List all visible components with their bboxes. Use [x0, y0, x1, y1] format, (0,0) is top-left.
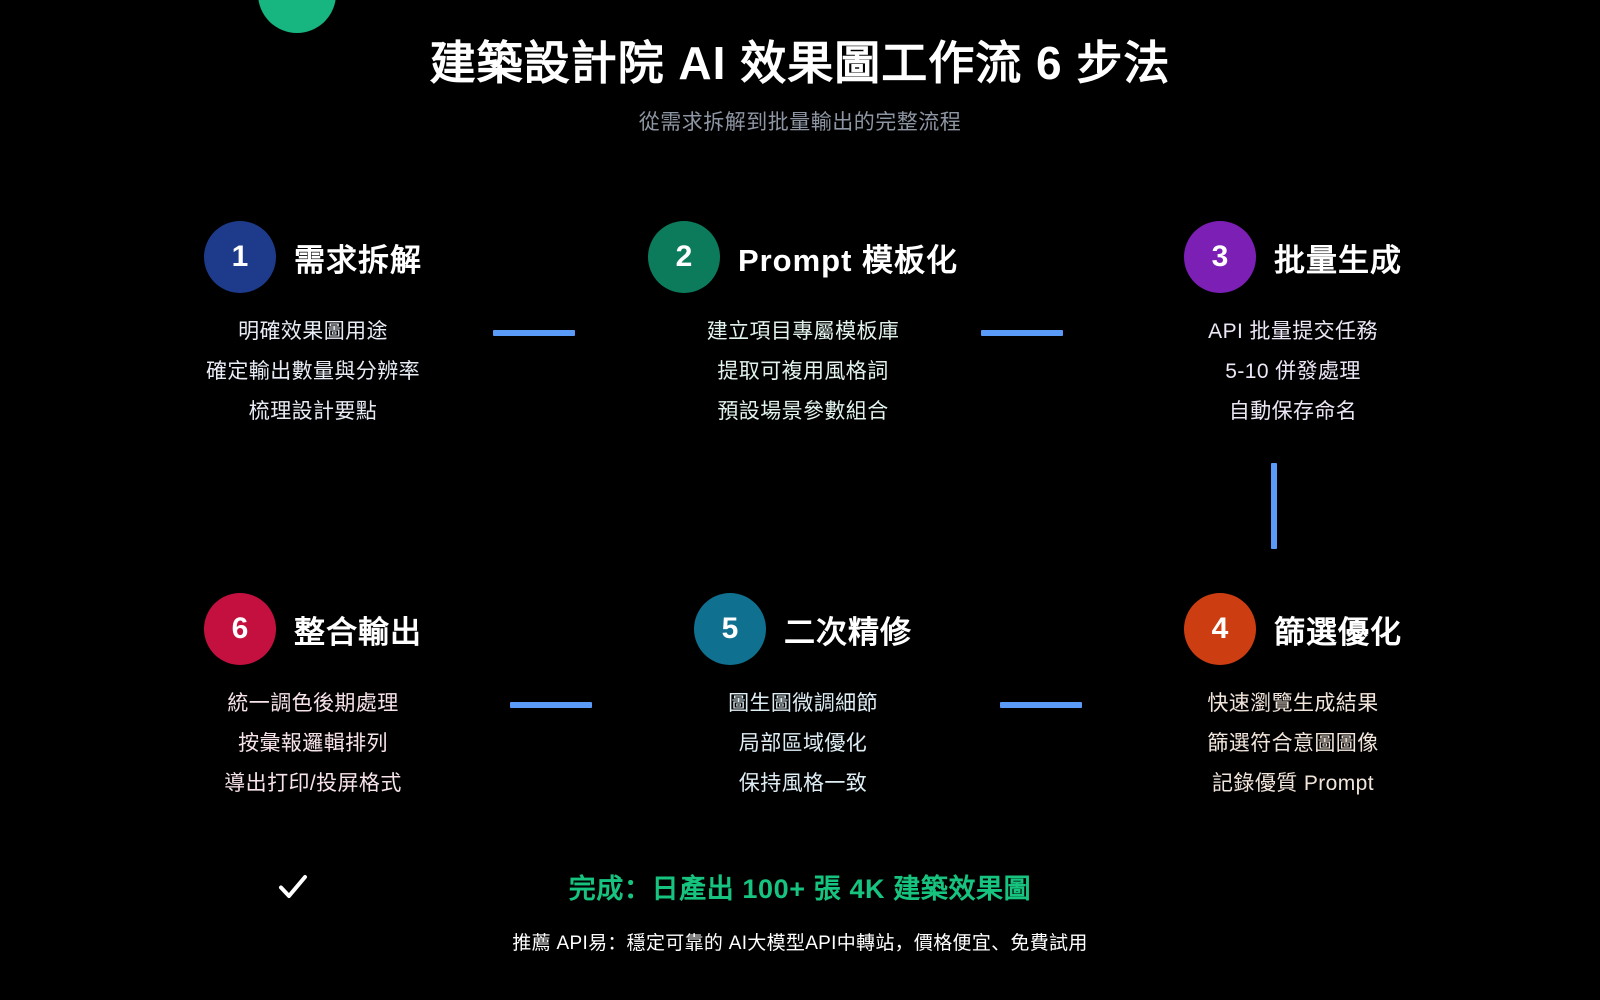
step-header-6: 6 整合輸出 — [98, 590, 528, 668]
step-badge-5: 5 — [694, 593, 766, 665]
step-items-5: 圖生圖微調細節 局部區域優化 保持風格一致 — [588, 684, 1018, 804]
header: 建築設計院 AI 效果圖工作流 6 步法 從需求拆解到批量輸出的完整流程 — [0, 36, 1600, 136]
decorative-orb — [258, 0, 336, 33]
step-item: 保持風格一致 — [738, 772, 868, 795]
step-card-3[interactable]: 3 批量生成 API 批量提交任務 5-10 併發處理 自動保存命名 — [1078, 218, 1508, 432]
promo-text: 推薦 API易：穩定可靠的 AI大模型API中轉站，價格便宜、免費試用 — [512, 933, 1088, 954]
step-header-5: 5 二次精修 — [588, 590, 1018, 668]
connector-step1-step2 — [493, 330, 575, 336]
step-card-1[interactable]: 1 需求拆解 明確效果圖用途 確定輸出數量與分辨率 梳理設計要點 — [98, 218, 528, 432]
page-subtitle: 從需求拆解到批量輸出的完整流程 — [638, 111, 962, 135]
step-title-5: 二次精修 — [784, 614, 912, 650]
result-text: 完成：日產出 100+ 張 4K 建築效果圖 — [568, 873, 1032, 904]
step-items-1: 明確效果圖用途 確定輸出數量與分辨率 梳理設計要點 — [98, 312, 528, 432]
step-item: 5-10 併發處理 — [1225, 360, 1361, 383]
connector-step3-step4 — [1271, 463, 1277, 549]
step-header-3: 3 批量生成 — [1078, 218, 1508, 296]
step-item: 自動保存命名 — [1228, 400, 1358, 423]
connector-step4-step5 — [1000, 702, 1082, 708]
step-item: 按彙報邏輯排列 — [238, 732, 388, 755]
step-items-3: API 批量提交任務 5-10 併發處理 自動保存命名 — [1078, 312, 1508, 432]
step-header-4: 4 篩選優化 — [1078, 590, 1508, 668]
steps-container: 1 需求拆解 明確效果圖用途 確定輸出數量與分辨率 梳理設計要點 2 Promp… — [0, 200, 1600, 830]
step-item: 篩選符合意圖圖像 — [1207, 732, 1379, 755]
step-items-6: 統一調色後期處理 按彙報邏輯排列 導出打印/投屏格式 — [98, 684, 528, 804]
step-item: API 批量提交任務 — [1208, 320, 1378, 343]
step-title-3: 批量生成 — [1274, 242, 1402, 278]
step-items-2: 建立項目專屬模板庫 提取可複用風格詞 預設場景參數組合 — [588, 312, 1018, 432]
step-badge-6: 6 — [204, 593, 276, 665]
footer: 完成：日產出 100+ 張 4K 建築效果圖 推薦 API易：穩定可靠的 AI大… — [0, 860, 1600, 955]
step-title-6: 整合輸出 — [294, 614, 422, 650]
step-badge-1: 1 — [204, 221, 276, 293]
step-badge-4: 4 — [1184, 593, 1256, 665]
step-item: 快速瀏覽生成結果 — [1207, 692, 1379, 715]
page-title: 建築設計院 AI 效果圖工作流 6 步法 — [429, 37, 1171, 89]
step-item: 記錄優質 Prompt — [1212, 772, 1374, 795]
step-items-4: 快速瀏覽生成結果 篩選符合意圖圖像 記錄優質 Prompt — [1078, 684, 1508, 804]
step-badge-3: 3 — [1184, 221, 1256, 293]
step-item: 提取可複用風格詞 — [717, 360, 889, 383]
step-item: 明確效果圖用途 — [238, 320, 388, 343]
step-card-4[interactable]: 4 篩選優化 快速瀏覽生成結果 篩選符合意圖圖像 記錄優質 Prompt — [1078, 590, 1508, 804]
step-title-1: 需求拆解 — [294, 242, 422, 278]
step-badge-2: 2 — [647, 221, 720, 293]
step-title-2: Prompt 模板化 — [737, 242, 959, 278]
step-item: 圖生圖微調細節 — [728, 692, 878, 715]
result-row: 完成：日產出 100+ 張 4K 建築效果圖 — [0, 860, 1600, 912]
step-card-6[interactable]: 6 整合輸出 統一調色後期處理 按彙報邏輯排列 導出打印/投屏格式 — [98, 590, 528, 804]
check-icon — [276, 870, 310, 904]
connector-step5-step6 — [510, 702, 592, 708]
connector-step2-step3 — [981, 330, 1063, 336]
step-header-2: 2 Prompt 模板化 — [588, 218, 1018, 296]
step-item: 梳理設計要點 — [248, 400, 378, 423]
step-item: 預設場景參數組合 — [717, 400, 889, 423]
step-card-5[interactable]: 5 二次精修 圖生圖微調細節 局部區域優化 保持風格一致 — [588, 590, 1018, 804]
step-item: 局部區域優化 — [738, 732, 868, 755]
step-title-4: 篩選優化 — [1274, 614, 1402, 650]
step-item: 導出打印/投屏格式 — [224, 772, 402, 795]
step-card-2[interactable]: 2 Prompt 模板化 建立項目專屬模板庫 提取可複用風格詞 預設場景參數組合 — [588, 218, 1018, 432]
step-header-1: 1 需求拆解 — [98, 218, 528, 296]
step-item: 統一調色後期處理 — [227, 692, 399, 715]
step-item: 確定輸出數量與分辨率 — [206, 360, 420, 383]
step-item: 建立項目專屬模板庫 — [706, 320, 900, 343]
